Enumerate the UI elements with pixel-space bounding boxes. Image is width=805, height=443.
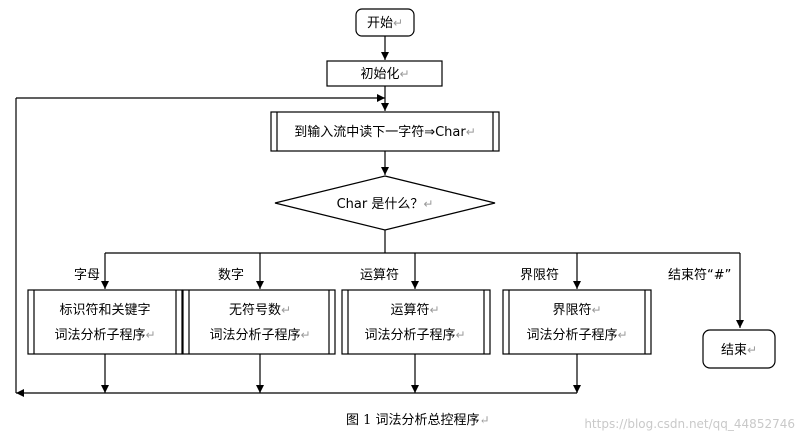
operator-label-line1: 运算符↵ — [390, 302, 439, 318]
identifier-subprogram-box — [27, 289, 183, 355]
identifier-label-line2: 词法分析子程序↵ — [54, 328, 155, 343]
watermark: https://blog.csdn.net/qq_44852746 — [584, 417, 795, 431]
delimiter-label-line2: 词法分析子程序↵ — [526, 328, 627, 343]
branch-label-digit: 数字 — [218, 268, 244, 283]
decision-diamond — [274, 175, 496, 231]
read-box — [270, 111, 500, 152]
number-subprogram-box — [182, 289, 336, 355]
branch-label-letter: 字母 — [74, 268, 100, 283]
branch-label-terminator: 结束符“#” — [668, 267, 731, 283]
delimiter-subprogram-box — [502, 289, 652, 355]
number-label-line2: 词法分析子程序↵ — [209, 328, 310, 343]
end-label: 结束↵ — [721, 343, 757, 358]
read-label: 到输入流中读下一字符⇒Char↵ — [294, 124, 476, 140]
decision-label: Char 是什么？↵ — [337, 197, 434, 212]
start-label: 开始↵ — [367, 16, 403, 31]
operator-label-line2: 词法分析子程序↵ — [364, 328, 465, 343]
start-terminal — [355, 8, 415, 37]
figure-caption: 图 1 词法分析总控程序↵ — [346, 413, 490, 428]
init-label: 初始化↵ — [360, 67, 409, 82]
number-label-line1: 无符号数↵ — [229, 302, 291, 318]
branch-label-delimiter: 界限符 — [520, 267, 559, 283]
operator-subprogram-box — [341, 289, 491, 355]
end-terminal — [702, 329, 776, 369]
branch-label-operator: 运算符 — [360, 267, 399, 283]
delimiter-label-line1: 界限符↵ — [552, 302, 601, 318]
identifier-label-line1: 标识符和关键字 — [59, 302, 150, 318]
init-box — [326, 60, 443, 87]
